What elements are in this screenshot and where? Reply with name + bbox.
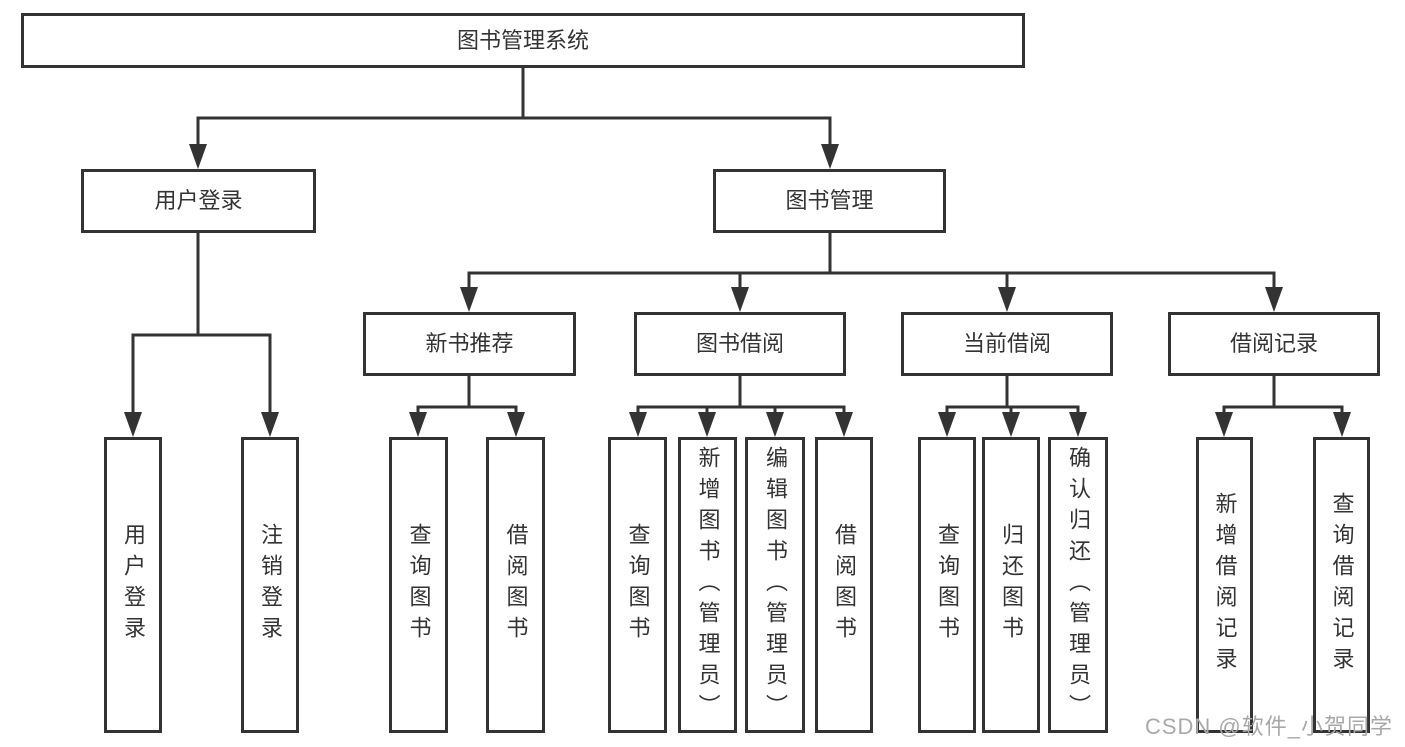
- leaf-borrow-query-books-label: 查询图书: [625, 523, 651, 647]
- leaf-logout: 注销登录: [241, 437, 299, 733]
- leaf-records-query-record-label: 查询借阅记录: [1329, 492, 1355, 678]
- leaf-current-query-books: 查询图书: [918, 437, 976, 733]
- leaf-logout-label: 注销登录: [258, 523, 283, 647]
- node-book-borrow: 图书借阅: [634, 312, 846, 376]
- leaf-user-login-label: 用户登录: [121, 523, 146, 647]
- leaf-current-return-books-label: 归还图书: [999, 523, 1024, 647]
- leaf-records-query-record: 查询借阅记录: [1313, 437, 1370, 733]
- leaf-borrow-add-books-admin: 新增图书（管理员）: [678, 437, 737, 733]
- leaf-newrec-query-books-label: 查询图书: [406, 523, 432, 647]
- node-borrow-records: 借阅记录: [1168, 312, 1380, 376]
- leaf-borrow-add-books-admin-label: 新增图书（管理员）: [695, 445, 721, 725]
- leaf-current-confirm-return-admin: 确认归还（管理员）: [1048, 437, 1108, 733]
- leaf-newrec-borrow-books-label: 借阅图书: [503, 523, 529, 647]
- node-user-login: 用户登录: [81, 169, 316, 233]
- node-current-borrow-label: 当前借阅: [962, 331, 1051, 356]
- node-book-borrow-label: 图书借阅: [695, 331, 784, 356]
- leaf-borrow-query-books: 查询图书: [608, 437, 667, 733]
- leaf-borrow-edit-books-admin-label: 编辑图书（管理员）: [763, 445, 788, 725]
- node-borrow-records-label: 借阅记录: [1229, 331, 1318, 356]
- node-new-book-recommend: 新书推荐: [363, 312, 576, 376]
- leaf-borrow-edit-books-admin: 编辑图书（管理员）: [745, 437, 805, 733]
- leaf-newrec-borrow-books: 借阅图书: [486, 437, 545, 733]
- leaf-records-add-record-label: 新增借阅记录: [1212, 492, 1238, 678]
- node-book-management: 图书管理: [713, 169, 946, 233]
- node-new-book-recommend-label: 新书推荐: [425, 331, 514, 356]
- node-root: 图书管理系统: [21, 13, 1025, 68]
- leaf-borrow-borrow-books-label: 借阅图书: [832, 523, 857, 647]
- leaf-user-login: 用户登录: [104, 437, 162, 733]
- node-user-login-label: 用户登录: [154, 188, 243, 213]
- leaf-newrec-query-books: 查询图书: [389, 437, 448, 733]
- node-book-management-label: 图书管理: [785, 188, 874, 213]
- node-root-label: 图书管理系统: [456, 27, 589, 53]
- leaf-current-query-books-label: 查询图书: [935, 523, 960, 647]
- leaf-current-confirm-return-admin-label: 确认归还（管理员）: [1066, 445, 1091, 725]
- leaf-current-return-books: 归还图书: [982, 437, 1040, 733]
- node-current-borrow: 当前借阅: [901, 312, 1113, 376]
- watermark: CSDN @软件_小贺同学: [1144, 714, 1393, 739]
- leaf-borrow-borrow-books: 借阅图书: [815, 437, 873, 733]
- leaf-records-add-record: 新增借阅记录: [1196, 437, 1253, 733]
